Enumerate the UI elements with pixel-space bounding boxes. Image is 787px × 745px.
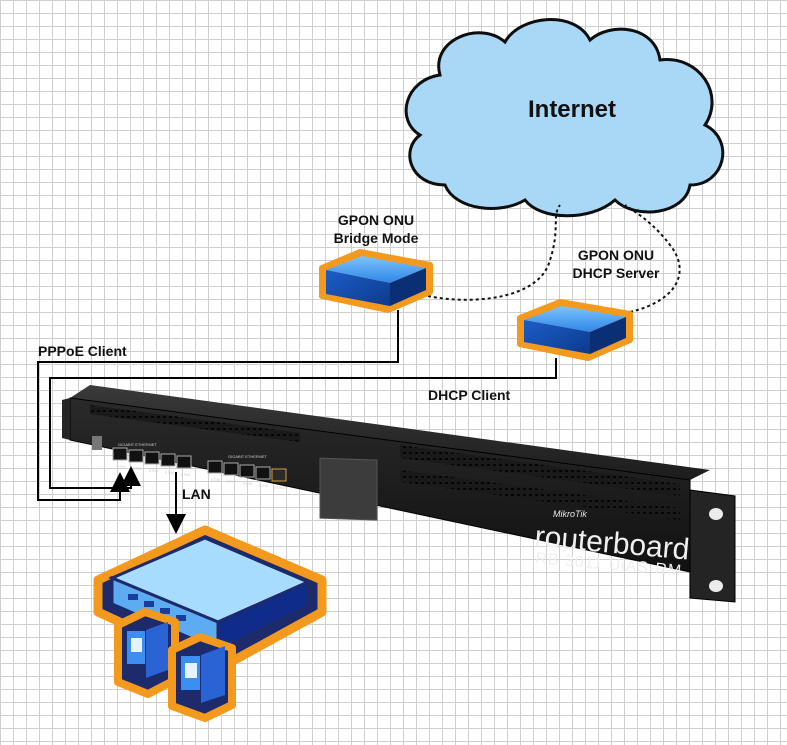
onu-bridge-title: GPON ONU (338, 212, 414, 228)
port-eth6 (207, 460, 223, 474)
port-eth9 (255, 466, 271, 480)
port-eth9-label: ETH9 (259, 484, 268, 488)
dhcp-label: DHCP Client (428, 387, 511, 403)
dhcp-wire (49, 358, 557, 489)
port-eth5 (176, 455, 192, 469)
router-group1-label: GIGABIT ETHERNET (118, 442, 157, 447)
pppoe-label: PPPoE Client (38, 343, 127, 359)
port-eth10 (271, 468, 287, 482)
port-eth6-label: ETH6 (211, 478, 220, 482)
dashed-link-dhcp (624, 204, 681, 313)
lan-label: LAN (182, 486, 211, 502)
port-group-1: ETH1 ETH2 ETH3 ETH4 ETH5 (112, 447, 192, 477)
port-eth5-label: ETH5 (181, 473, 190, 477)
router-group2-label: GIGABIT ETHERNET (228, 454, 267, 459)
port-eth1 (112, 447, 128, 461)
onu-dhcp-title: GPON ONU (578, 247, 654, 263)
router-lcd (319, 457, 378, 521)
port-eth7-label: ETH7 (227, 480, 236, 484)
onu-bridge-device (319, 249, 433, 313)
rack-ear (689, 489, 736, 603)
onu-bridge-mode: Bridge Mode (334, 230, 419, 246)
cloud-shape (404, 18, 725, 218)
port-eth3-label: ETH3 (149, 469, 158, 473)
port-eth3 (144, 451, 160, 465)
port-eth8-label: ETH8 (243, 482, 252, 486)
client-pc-1 (114, 608, 179, 698)
port-eth1-label: ETH1 (117, 465, 126, 469)
port-eth4 (160, 453, 176, 467)
onu-dhcp-mode: DHCP Server (573, 265, 660, 281)
port-group-2: ETH6 ETH7 ETH8 ETH9 ETH10 (207, 460, 287, 490)
port-eth2 (128, 449, 144, 463)
port-eth4-label: ETH4 (165, 471, 174, 475)
port-eth10-label: ETH10 (274, 486, 285, 490)
router-brand: MikroTik (553, 509, 587, 519)
client-pc-2 (168, 633, 236, 722)
pppoe-wire (37, 310, 399, 501)
internet-cloud: Internet (404, 18, 725, 218)
dashed-link-bridge (427, 204, 561, 301)
internet-label: Internet (528, 96, 616, 123)
port-eth8 (239, 464, 255, 478)
onu-dhcp-device (517, 299, 633, 361)
port-eth2-label: ETH2 (133, 467, 142, 471)
port-eth7 (223, 462, 239, 476)
